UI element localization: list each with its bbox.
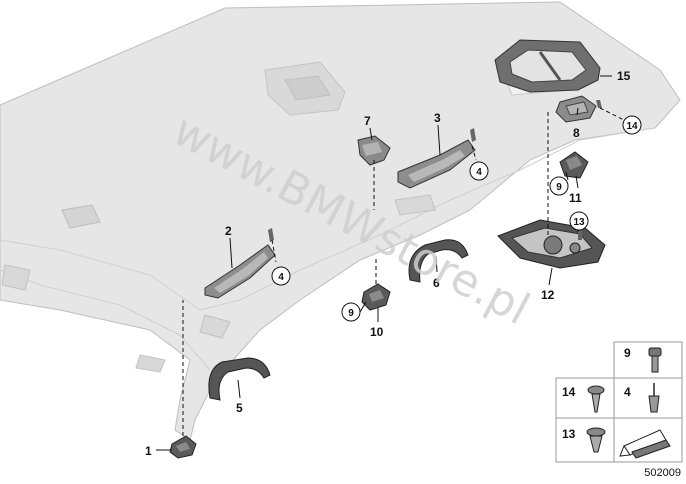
callout-7: 7: [364, 114, 371, 128]
diagram-number: 502009: [644, 467, 681, 479]
callout-1: 1: [145, 444, 152, 458]
small-fasteners: [268, 100, 602, 242]
callout-6: 6: [433, 276, 440, 290]
circled-4-center: 4: [476, 167, 482, 178]
leader-lines: [156, 75, 625, 451]
part-2-bracket: [204, 244, 276, 299]
callout-12: 12: [541, 288, 555, 302]
callout-3: 3: [434, 111, 441, 125]
callout-15: 15: [617, 69, 631, 83]
circled-9-right: 9: [556, 182, 562, 193]
legend-13-label: 13: [562, 427, 576, 441]
part-12-console: [497, 219, 606, 269]
circled-9-left: 9: [348, 308, 354, 319]
fastener-legend: 9 14 4 13 502009: [555, 341, 683, 479]
callout-5: 5: [236, 401, 243, 415]
circled-13: 13: [573, 217, 585, 228]
expanding-rivet-icon: [586, 427, 606, 453]
part-1-clip: [169, 435, 197, 459]
callouts: 1 2 3 5 6 7 8 10 11 12 15: [145, 69, 631, 458]
self-tapping-screw-icon: [587, 385, 605, 413]
part-11-clip: [559, 151, 589, 179]
legend-14-label: 14: [562, 385, 576, 399]
part-15-frame: [494, 39, 601, 93]
circled-14: 14: [626, 121, 638, 132]
blind-rivet-icon: [648, 383, 660, 413]
part-10-clip: [361, 283, 391, 311]
circled-4-left: 4: [278, 272, 284, 283]
part-6-grab-handle: [408, 239, 469, 283]
arrow-icon: [619, 429, 671, 459]
part-7-bracket: [357, 135, 391, 166]
part-3-bracket: [397, 139, 476, 189]
circled-callouts: 4 4 9 9 13 14: [271, 115, 642, 322]
part-5-grab-handle: [208, 357, 271, 401]
callout-8: 8: [573, 126, 580, 140]
callout-11: 11: [569, 191, 582, 205]
legend-9-label: 9: [624, 346, 631, 360]
callout-2: 2: [225, 224, 232, 238]
bolt-icon: [648, 347, 662, 373]
legend-4-label: 4: [624, 385, 631, 399]
callout-10: 10: [370, 325, 384, 339]
part-8-bracket: [555, 95, 597, 123]
